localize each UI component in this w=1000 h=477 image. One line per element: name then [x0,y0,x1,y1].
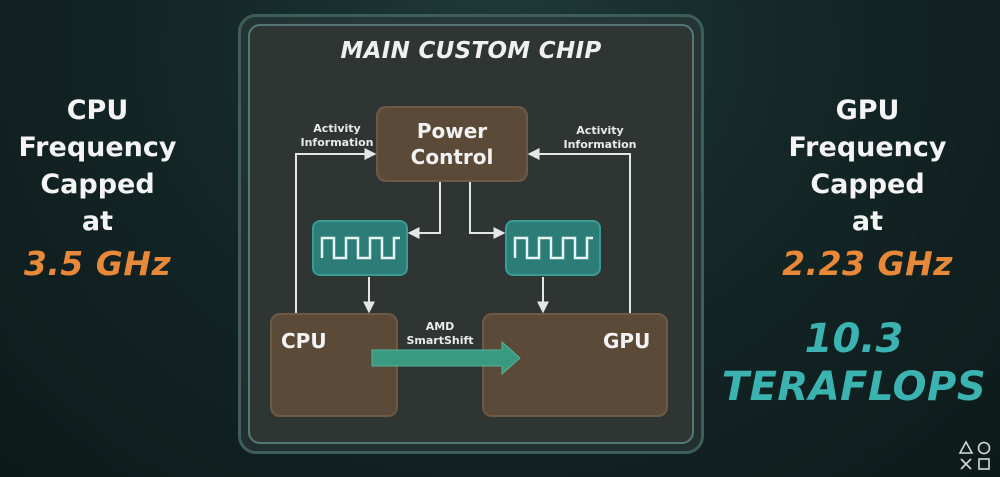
cpu-line-1: CPU [66,95,129,126]
cpu-clock-block [312,220,408,276]
smartshift-arrow [371,340,521,376]
gpu-line-2: Frequency [788,132,947,163]
activity-info-right: Activity Information [552,124,648,152]
cpu-line-4: at [81,206,114,237]
cpu-line-2: Frequency [18,132,177,163]
gpu-frequency-text: GPU Frequency Capped at 2.23 GHz [760,92,975,286]
activity-right-line-2: Information [563,138,637,151]
power-control-line-1: Power [416,119,488,143]
gpu-line-4: at [851,206,884,237]
power-to-cpu-clock-arrow [407,182,441,239]
playstation-logo-icon [958,440,991,470]
teraflops-callout: 10.3 TERAFLOPS [708,316,1000,412]
smartshift-line-2: SmartShift [406,334,474,347]
gpu-activity-arrow [527,148,631,313]
square-wave-icon [320,236,400,260]
teraflops-unit: TERAFLOPS [721,364,987,410]
smartshift-line-1: AMD [425,320,455,333]
gpu-block [482,313,668,417]
cpu-line-3: Capped [40,169,155,200]
gpu-label: GPU [603,329,651,353]
power-to-gpu-clock-arrow [469,182,506,239]
gpu-line-1: GPU [835,95,900,126]
gpu-clock-block [505,220,601,276]
cpu-activity-arrow [295,148,377,313]
chip-title: MAIN CUSTOM CHIP [340,38,602,64]
power-control-block: Power Control [376,106,528,182]
activity-info-left: Activity Information [289,122,385,150]
gpu-line-3: Capped [810,169,925,200]
cpu-label: CPU [281,329,327,353]
gpu-frequency-value: 2.23 GHz [782,244,953,283]
activity-left-line-1: Activity [313,122,361,135]
teraflops-number: 10.3 [804,316,904,362]
cpu-frequency-value: 3.5 GHz [23,244,172,283]
power-control-line-2: Control [410,145,494,169]
activity-left-line-2: Information [300,136,374,149]
smartshift-label: AMD SmartShift [402,320,478,348]
square-wave-icon [513,236,593,260]
activity-right-line-1: Activity [576,124,624,137]
cpu-frequency-text: CPU Frequency Capped at 3.5 GHz [0,92,195,286]
